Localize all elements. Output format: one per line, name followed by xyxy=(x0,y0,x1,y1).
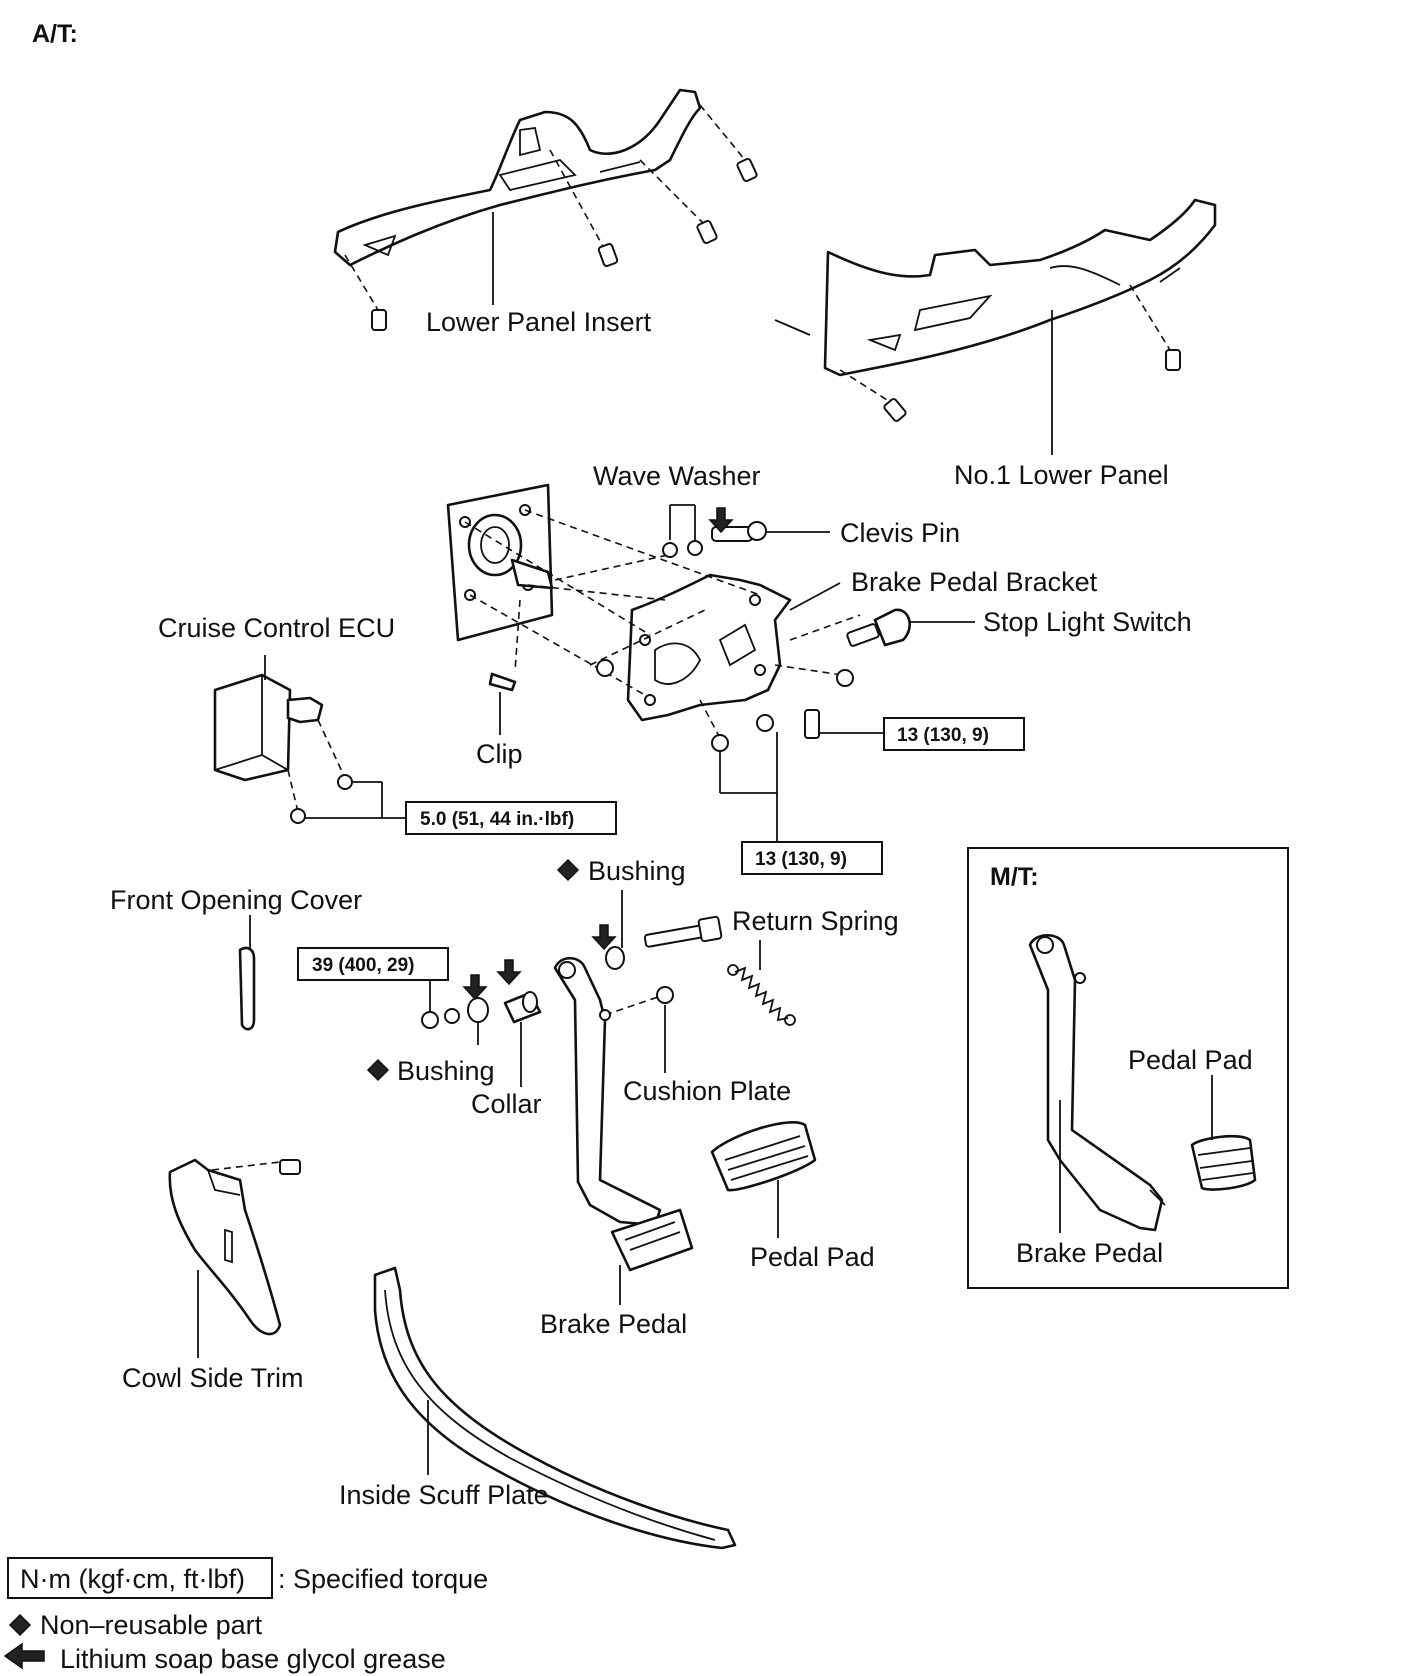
label-cushion-plate: Cushion Plate xyxy=(623,1076,791,1106)
front-opening-cover-part xyxy=(238,946,256,1031)
brake-pedal-at-part xyxy=(553,956,694,1272)
clip-part xyxy=(488,672,517,692)
stop-light-switch-part xyxy=(846,608,911,647)
legend-grease: Lithium soap base glycol grease xyxy=(60,1644,446,1674)
label-stop-light-switch: Stop Light Switch xyxy=(983,607,1192,637)
label-bushing-lower: Bushing xyxy=(397,1056,495,1086)
wave-washer-part xyxy=(662,540,703,558)
cowl-side-trim-part xyxy=(168,1158,282,1336)
inside-scuff-plate-part xyxy=(373,1266,737,1550)
torque-bracket-bolt: 13 (130, 9) xyxy=(897,725,989,746)
label-inside-scuff-plate: Inside Scuff Plate xyxy=(339,1480,549,1510)
label-clevis-pin: Clevis Pin xyxy=(840,518,960,548)
pivot-bolt-part xyxy=(643,915,723,948)
label-mt-brake-pedal: Brake Pedal xyxy=(1016,1238,1163,1268)
mt-header: M/T: xyxy=(990,863,1039,891)
cushion-plate-part xyxy=(656,986,674,1004)
grease-arrow-icon xyxy=(708,507,734,534)
return-spring-part xyxy=(727,964,796,1026)
no1-lower-panel-screws xyxy=(774,284,1181,422)
brake-pedal-bracket-part xyxy=(626,573,792,722)
cruise-control-ecu-part xyxy=(213,673,324,782)
legend-non-reusable: Non–reusable part xyxy=(40,1610,263,1640)
lower-panel-insert-part xyxy=(333,88,702,267)
label-lower-panel-insert: Lower Panel Insert xyxy=(426,307,652,337)
ecu-nuts xyxy=(287,719,353,824)
label-mt-pedal-pad: Pedal Pad xyxy=(1128,1045,1253,1075)
brake-pedal-mt-part xyxy=(1028,933,1166,1232)
pedal-pad-at-part xyxy=(710,1121,817,1192)
torque-bracket-nut: 13 (130, 9) xyxy=(755,849,847,870)
bushing-upper-part xyxy=(605,946,625,970)
grease-arrow-icon xyxy=(496,959,522,986)
label-front-opening-cover: Front Opening Cover xyxy=(110,885,362,915)
label-brake-pedal: Brake Pedal xyxy=(540,1309,687,1339)
label-no1-lower-panel: No.1 Lower Panel xyxy=(954,460,1169,490)
label-bushing-upper: Bushing xyxy=(588,856,686,886)
legend-torque-desc: : Specified torque xyxy=(278,1564,488,1594)
bracket-nuts xyxy=(596,659,854,752)
pivot-nut-washer xyxy=(421,1008,460,1029)
legend-torque-unit: N·m (kgf·cm, ft·lbf) xyxy=(20,1564,245,1594)
label-clip: Clip xyxy=(476,739,523,769)
lower-panel-insert-screws xyxy=(344,104,758,331)
diamond-icon xyxy=(8,1613,32,1637)
torque-ecu-nut: 5.0 (51, 44 in.·lbf) xyxy=(420,809,574,830)
at-header: A/T: xyxy=(32,20,78,48)
brake-booster-plate xyxy=(446,483,554,642)
label-pedal-pad: Pedal Pad xyxy=(750,1242,875,1272)
label-brake-pedal-bracket: Brake Pedal Bracket xyxy=(851,567,1098,597)
label-return-spring: Return Spring xyxy=(732,906,899,936)
label-cowl-side-trim: Cowl Side Trim xyxy=(122,1363,304,1393)
torque-pivot-nut: 39 (400, 29) xyxy=(312,955,414,976)
pedal-pad-mt-part xyxy=(1190,1134,1257,1191)
diamond-icon xyxy=(556,858,580,882)
no1-lower-panel-part xyxy=(823,198,1217,377)
label-cruise-control-ecu: Cruise Control ECU xyxy=(158,613,395,643)
label-collar: Collar xyxy=(471,1089,542,1119)
legend: N·m (kgf·cm, ft·lbf) : Specified torque … xyxy=(3,1557,488,1674)
bracket-dashed-lines xyxy=(464,509,861,739)
grease-arrow-icon xyxy=(591,924,617,951)
collar-part xyxy=(503,991,542,1024)
grease-arrow-icon xyxy=(462,974,488,1001)
label-wave-washer: Wave Washer xyxy=(593,461,761,491)
diamond-icon xyxy=(366,1058,390,1082)
bushing-lower-part xyxy=(467,997,489,1023)
arrow-left-icon xyxy=(3,1642,45,1670)
